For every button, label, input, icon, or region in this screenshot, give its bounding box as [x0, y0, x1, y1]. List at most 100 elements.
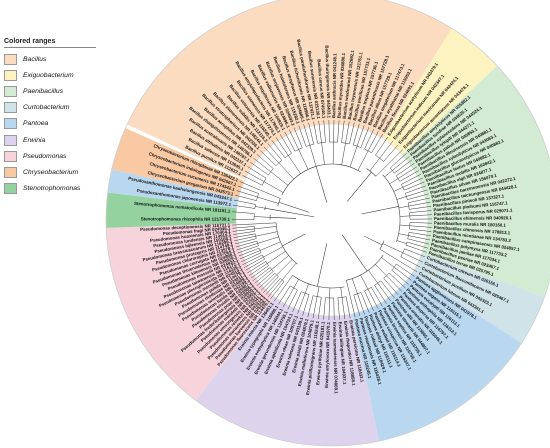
leaf-branch	[247, 166, 267, 179]
leaf-branch	[377, 283, 391, 302]
leaf-branch	[360, 127, 370, 148]
legend-label: Stenotrophomonas	[23, 185, 81, 193]
subclade-stem	[316, 286, 320, 297]
legend-swatch	[4, 53, 17, 65]
leaf-label: Paenibacillus favisporus NR 029071.1	[434, 208, 513, 217]
leaf-branch	[383, 144, 399, 162]
leaf-branch	[408, 235, 431, 241]
leaf-branch	[250, 265, 269, 279]
subclade-stem	[381, 257, 395, 268]
leaf-branch	[236, 190, 258, 198]
subclade-stem	[357, 150, 369, 171]
leaf-branch	[233, 204, 255, 209]
subclade-stem	[304, 283, 309, 294]
subclade-stem	[321, 142, 325, 165]
subclade-stem	[384, 170, 393, 178]
subclade-stem	[267, 251, 286, 264]
subclade-arc	[274, 273, 279, 277]
leaf-branch	[260, 274, 277, 291]
legend-swatch	[4, 134, 17, 146]
leaf-branch	[345, 296, 351, 319]
leaf-label: Paenibacillus ehimensis NR 040920.1	[434, 215, 512, 221]
leaf-branch	[232, 226, 255, 229]
leaf-branch	[282, 287, 294, 308]
leaf-label: Stenotrophomonas rhizophila NR 121739.1	[141, 216, 231, 221]
legend-swatch	[4, 183, 17, 195]
leaf-branch	[248, 263, 268, 276]
leaf-branch	[367, 289, 379, 309]
legend-title: Colored ranges	[4, 38, 96, 48]
subclade-stem	[254, 222, 277, 225]
leaf-branch	[232, 228, 255, 232]
leaf-branch	[250, 162, 269, 176]
leaf-branch	[409, 225, 432, 228]
leaf-branch	[357, 293, 365, 315]
legend-item-pseudomonas: Pseudomonas	[4, 148, 96, 164]
leaf-branch	[406, 189, 428, 197]
leaf-branch	[360, 292, 370, 313]
subclade-stem	[349, 146, 358, 168]
legend-label: Erwinia	[23, 136, 46, 144]
leaf-branch	[364, 290, 374, 311]
subclade-arc	[261, 178, 267, 186]
leaf-label: Bacillus anthracis NR 041248.1	[331, 53, 337, 118]
leaf-branch	[393, 266, 412, 281]
subclade-stem	[254, 216, 271, 218]
colored-ranges-legend: Colored ranges Bacillus Exiguobacterium …	[4, 38, 96, 197]
leaf-branch	[383, 278, 399, 296]
leaf-label: Pseudomonas fragi NR 024946.1	[163, 226, 232, 237]
leaf-branch	[328, 120, 330, 143]
leaf-branch	[374, 285, 387, 304]
leaf-branch	[232, 211, 255, 214]
subclade-stem	[254, 226, 277, 230]
subclade-stem	[340, 287, 343, 298]
subclade-stem	[379, 248, 399, 261]
leaf-branch	[252, 267, 271, 282]
legend-item-pantoea: Pantoea	[4, 116, 96, 132]
leaf-branch	[279, 134, 292, 154]
leaf-branch	[391, 269, 409, 285]
subclade-stem	[368, 270, 378, 284]
leaf-branch	[387, 149, 404, 166]
leaf-branch	[409, 228, 432, 232]
subclade-arc	[341, 142, 350, 145]
leaf-branch	[386, 275, 403, 292]
leaf-branch	[345, 121, 350, 144]
leaf-label: Erwinia tasmaniensis NR 074869.1	[332, 322, 339, 394]
leaf-branch	[380, 280, 395, 299]
leaf-branch	[396, 163, 415, 177]
leaf-branch	[233, 233, 256, 238]
clade-band-paenibacillus	[402, 65, 550, 298]
leaf-branch	[254, 269, 272, 284]
leaf-branch	[267, 279, 283, 298]
subclade-stem	[281, 262, 297, 281]
subclade-stem	[389, 178, 399, 185]
clade-band-pantoea	[107, 169, 239, 209]
leaf-branch	[405, 244, 427, 253]
leaf-branch	[256, 153, 274, 169]
subclade-stem	[398, 205, 409, 209]
clade-stem	[315, 166, 328, 203]
leaf-branch	[289, 129, 299, 150]
subclade-arc	[391, 263, 397, 271]
leaf-branch	[312, 296, 318, 319]
subclade-stem	[288, 155, 301, 174]
leaf-branch	[247, 261, 267, 274]
leaf-branch	[389, 153, 407, 169]
subclade-stem	[255, 206, 266, 209]
leaf-branch	[402, 252, 423, 263]
clade-stem	[347, 171, 372, 202]
leaf-branch	[353, 294, 361, 317]
leaf-branch	[237, 245, 259, 254]
subclade-stem	[270, 171, 289, 186]
subclade-stem	[257, 236, 279, 244]
clade-band-chryseobacterium	[111, 128, 245, 199]
legend-swatch	[4, 166, 17, 178]
clade-arc	[366, 168, 377, 177]
leaf-branch	[267, 143, 283, 161]
leaf-branch	[287, 289, 298, 310]
leaf-branch	[392, 156, 410, 171]
subclade-stem	[271, 255, 289, 270]
subclade-stem	[375, 164, 388, 177]
leaf-branch	[399, 170, 420, 182]
